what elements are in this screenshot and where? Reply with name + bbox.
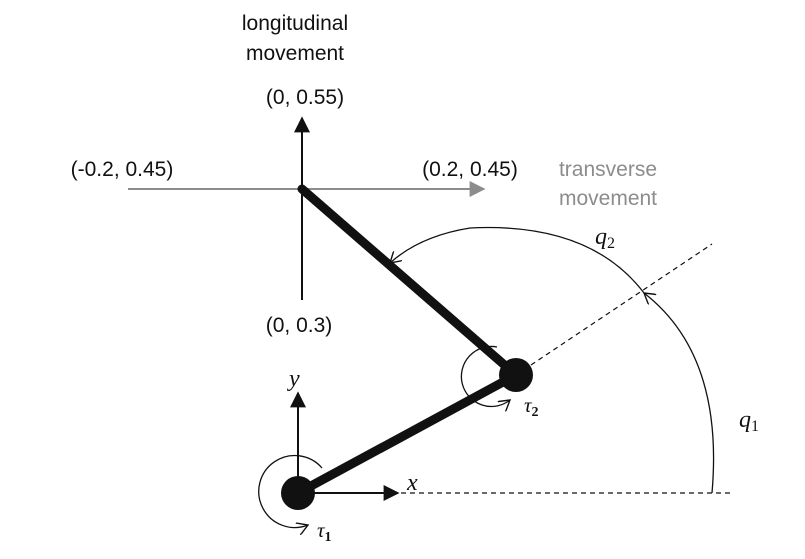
transverse-label-line1: transverse [559, 158, 657, 181]
upper-arm-link [293, 370, 521, 498]
right-point-label: (0.2, 0.45) [422, 158, 518, 181]
q1-angle-arc [644, 293, 715, 494]
q2-label: q2 [595, 224, 615, 252]
tau1-symbol: τ [317, 518, 326, 542]
tau2-subscript: 2 [532, 405, 539, 420]
tau2-label: τ2 [524, 393, 539, 420]
upper-arm-extension-dashed-line [515, 243, 713, 376]
q1-symbol: q [739, 407, 751, 433]
longitudinal-label-line1: longitudinal [242, 12, 348, 35]
elbow-joint [499, 358, 533, 392]
longitudinal-label-line2: movement [246, 42, 344, 65]
transverse-label-line2: movement [559, 187, 657, 210]
x-axis-label: x [406, 470, 418, 496]
y-axis-label: y [287, 366, 300, 392]
forearm-link [297, 184, 521, 380]
bottom-point-label: (0, 0.3) [266, 314, 333, 337]
q2-angle-arc [390, 226, 645, 294]
shoulder-joint [281, 476, 315, 510]
q1-label: q1 [739, 407, 759, 435]
tau1-label: τ1 [317, 518, 332, 545]
q2-symbol: q [595, 224, 607, 250]
tau1-subscript: 1 [325, 530, 332, 545]
q1-subscript: 1 [751, 418, 759, 435]
q2-subscript: 2 [607, 235, 615, 252]
tau2-symbol: τ [524, 393, 533, 417]
tau1-torque-arc [258, 454, 323, 528]
top-point-label: (0, 0.55) [266, 86, 344, 109]
left-point-label: (-0.2, 0.45) [71, 158, 174, 181]
